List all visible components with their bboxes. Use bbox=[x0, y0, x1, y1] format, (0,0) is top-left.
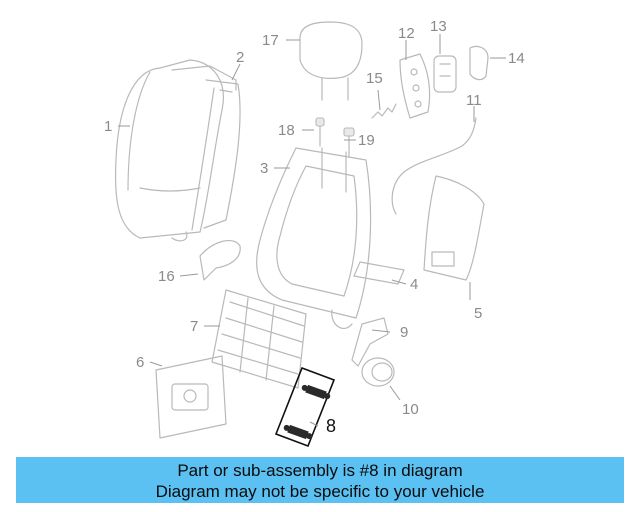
callout-10: 10 bbox=[402, 401, 419, 418]
info-banner: Part or sub-assembly is #8 in diagram Di… bbox=[16, 457, 624, 503]
headrest-guide-pin-18 bbox=[315, 117, 325, 147]
backrest-panel bbox=[203, 79, 241, 229]
callout-14: 14 bbox=[508, 50, 525, 67]
callout-19: 19 bbox=[358, 132, 375, 149]
callout-2: 2 bbox=[236, 49, 244, 66]
switch-13 bbox=[433, 55, 457, 93]
recliner-lever bbox=[351, 317, 389, 367]
leader-lines bbox=[118, 34, 506, 427]
callout-18: 18 bbox=[278, 122, 295, 139]
banner-line-1: Part or sub-assembly is #8 in diagram bbox=[177, 461, 463, 480]
callout-6: 6 bbox=[136, 354, 144, 371]
side-bracket bbox=[199, 239, 241, 281]
adjuster-spring bbox=[371, 103, 397, 119]
callout-3: 3 bbox=[260, 160, 268, 177]
seat-back-frame bbox=[256, 147, 372, 329]
callout-12: 12 bbox=[398, 25, 415, 42]
callout-4: 4 bbox=[410, 276, 418, 293]
callout-16: 16 bbox=[158, 268, 175, 285]
callout-1: 1 bbox=[104, 118, 112, 135]
seat-back-cushion bbox=[114, 59, 237, 242]
lumbar-pad bbox=[353, 261, 405, 285]
spring-kit-highlighted[interactable] bbox=[274, 366, 336, 448]
banner-line-2: Diagram may not be specific to your vehi… bbox=[155, 482, 485, 501]
parts-diagram: 1 2 3 4 5 6 7 8 9 10 11 12 13 14 15 16 1… bbox=[104, 18, 525, 448]
spring-mat bbox=[211, 289, 307, 389]
release-cable bbox=[391, 117, 477, 215]
adjuster-knob bbox=[361, 357, 395, 387]
callout-17: 17 bbox=[262, 32, 279, 49]
switch-panel-12 bbox=[399, 53, 431, 119]
headrest-guide-pin-19 bbox=[343, 127, 355, 157]
callout-5: 5 bbox=[474, 305, 482, 322]
headrest bbox=[299, 21, 363, 101]
callout-13: 13 bbox=[430, 18, 447, 35]
callout-9: 9 bbox=[400, 324, 408, 341]
callout-7: 7 bbox=[190, 318, 198, 335]
knob-14 bbox=[469, 45, 489, 81]
seat-back-panel bbox=[423, 175, 485, 281]
callout-11: 11 bbox=[466, 92, 482, 109]
callout-15: 15 bbox=[366, 70, 383, 87]
lumbar-support bbox=[155, 355, 227, 439]
callout-8: 8 bbox=[326, 416, 336, 436]
